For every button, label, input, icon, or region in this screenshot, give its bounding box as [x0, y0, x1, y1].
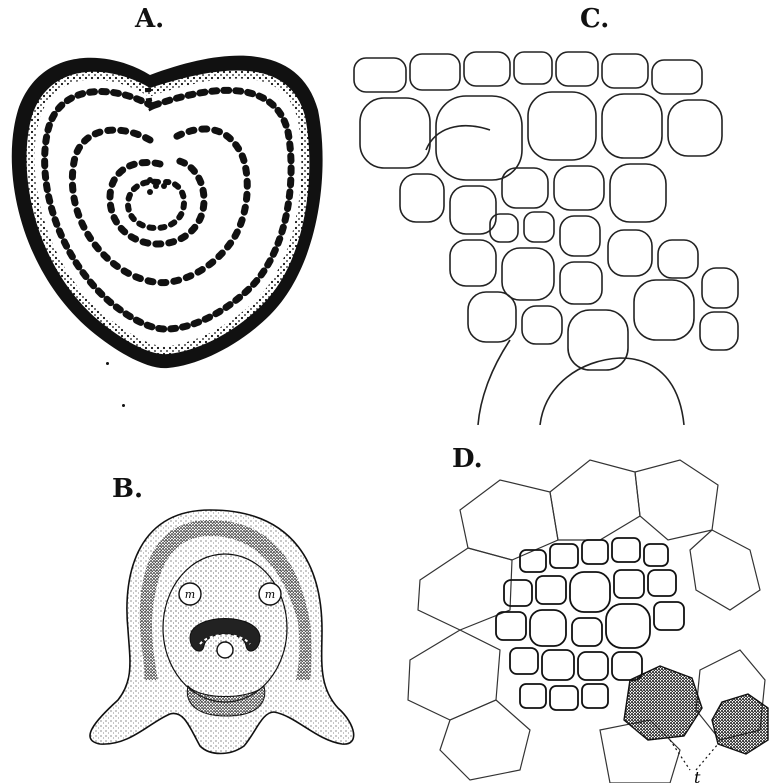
panel-c-label: C. — [580, 4, 609, 34]
panel-d-dark-cell-2 — [712, 694, 768, 754]
panel-b-section: m m — [60, 500, 380, 760]
panel-a-cross-section — [0, 40, 340, 380]
panel-b-central-canal — [217, 642, 233, 658]
panel-d-marker-t: t — [694, 768, 701, 783]
speck — [122, 404, 125, 407]
panel-b-marker-right-text: m — [265, 588, 275, 601]
panel-b-marker-left-text: m — [185, 588, 195, 601]
speck — [106, 362, 109, 365]
panel-d-outer-cells — [408, 460, 765, 783]
panel-c-cell-tissue — [340, 40, 770, 425]
panel-d-dark-cell-1 — [624, 666, 702, 740]
panel-a-label: A. — [135, 4, 164, 34]
panel-c-cells — [354, 52, 738, 425]
panel-d-vascular-tissue: t — [400, 440, 770, 783]
